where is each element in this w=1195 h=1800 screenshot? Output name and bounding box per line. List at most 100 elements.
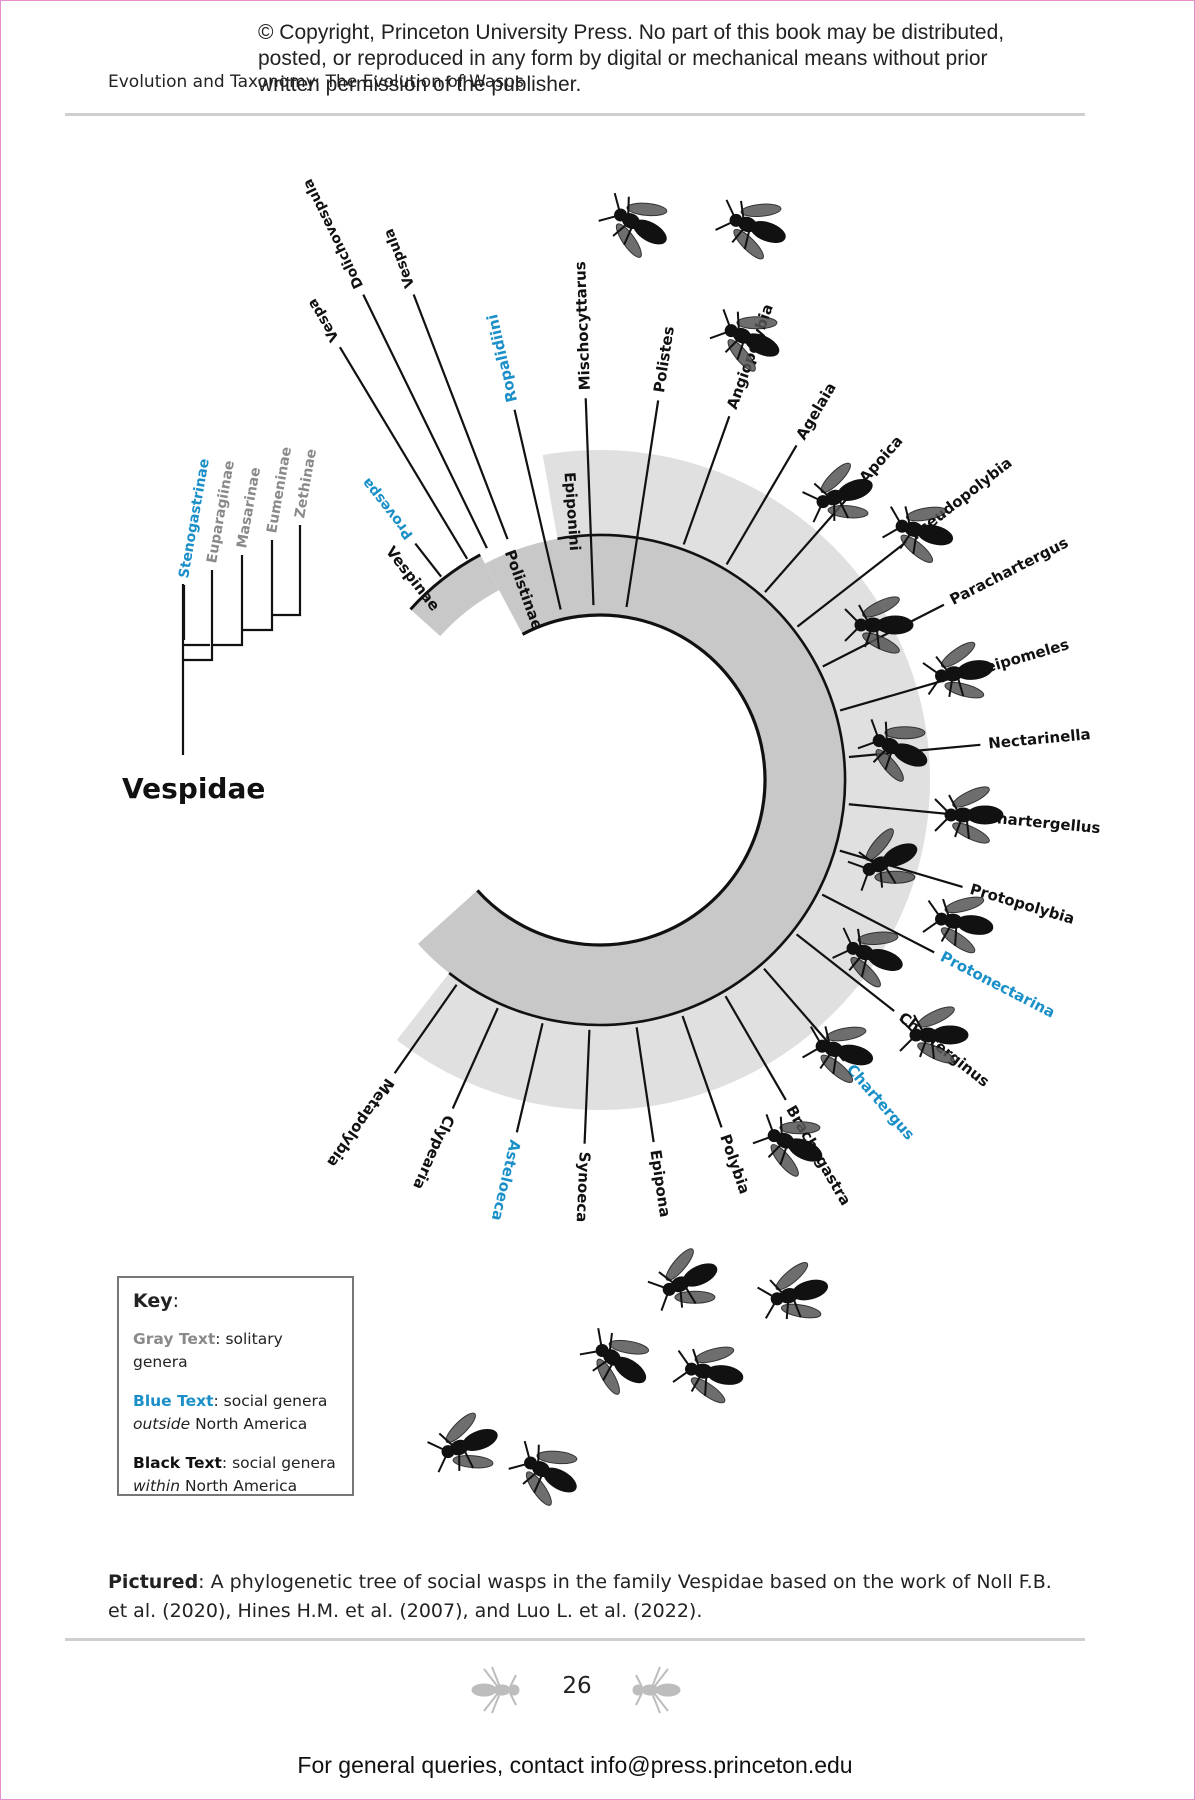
polistinae-branch — [515, 1023, 544, 1133]
epiponini-arc — [448, 533, 847, 1027]
polistinae-genus-label: Mischocyttarus — [571, 261, 594, 391]
wasp-silhouette-icon — [647, 1248, 718, 1311]
polistinae-genus-label: Clypearia — [409, 1112, 458, 1192]
outgroup-node — [212, 610, 244, 647]
footer-rule — [65, 1638, 1085, 1641]
tree-branches — [181, 294, 981, 1144]
outgroup-node — [184, 625, 214, 662]
polistinae-branch — [682, 415, 731, 545]
polistinae-genus-label: Epipona — [646, 1149, 674, 1219]
key-entry-black: Black Text: social genera within North A… — [133, 1454, 336, 1495]
wasp-silhouette-icon — [579, 1328, 650, 1395]
epiponini-band — [396, 449, 930, 1110]
footer-contact: For general queries, contact info@press.… — [297, 1752, 853, 1778]
outgroup-label: Zethinae — [292, 448, 320, 520]
polistinae-genus-label: Ropalidiini — [483, 312, 521, 404]
outgroup-label: Eumeninae — [264, 446, 295, 535]
wasp-silhouette-icon — [752, 1114, 823, 1177]
polistinae-genus-label: Polistes — [650, 325, 678, 394]
wasp-silhouette-icon — [715, 199, 786, 260]
polistinae-branch — [796, 541, 908, 628]
key-black-label: Black Text — [133, 1454, 222, 1472]
vespinae-branch — [412, 294, 509, 540]
wasp-silhouettes — [427, 192, 1004, 1506]
wasp-silhouette-icon — [844, 596, 914, 654]
polistinae-genus-label: Protonectarina — [937, 948, 1058, 1022]
polistinae-genus-label: Agelaia — [792, 379, 839, 442]
polistinae-genus-label: Parachartergus — [947, 533, 1071, 608]
vespinae-genus-label: Vespula — [381, 226, 418, 290]
wasp-silhouette-icon — [934, 786, 1004, 844]
outgroup-node — [242, 595, 274, 632]
polistinae-branch — [839, 849, 963, 888]
tree-bands — [396, 449, 930, 1110]
running-title: Evolution and Taxonomy: The Evolution of… — [108, 72, 524, 92]
wasp-ornament-left-icon — [471, 1666, 520, 1714]
polistinae-branch — [725, 444, 798, 565]
polistinae-genus-label: Polybia — [716, 1132, 754, 1197]
polistinae-branch — [724, 995, 787, 1101]
polistinae-genus-label: Apoica — [855, 432, 906, 487]
wasp-silhouette-icon — [427, 1412, 498, 1473]
polistinae-genus-label: Asteloeca — [488, 1138, 524, 1222]
vespinae-branch — [338, 346, 469, 560]
wasp-silhouette-icon — [899, 1006, 969, 1064]
clade-label-epiponini: Epiponini — [561, 472, 584, 552]
polistinae-branch — [584, 398, 595, 606]
polistinae-branch — [451, 1007, 499, 1109]
page-number: 26 — [562, 1673, 592, 1699]
wasp-silhouette-icon — [598, 192, 668, 258]
figure-caption: Pictured: A phylogenetic tree of social … — [108, 1568, 1058, 1626]
polistinae-genus-label: Metapolybia — [323, 1075, 398, 1171]
outgroup-label: Masarinae — [234, 466, 264, 549]
polistinae-branch — [681, 1015, 723, 1128]
caption-text: : A phylogenetic tree of social wasps in… — [108, 1571, 1052, 1622]
wasp-silhouette-icon — [832, 927, 903, 988]
polistinae-branch — [583, 1029, 591, 1144]
vespinae-genus-label: Provespa — [359, 475, 417, 543]
key-entry-blue: Blue Text: social genera outside North A… — [133, 1392, 328, 1433]
wasp-silhouette-icon — [882, 506, 954, 563]
vespinae-genus-label: Dolichovespula — [300, 176, 367, 291]
vespinae-genus-label: Vespa — [305, 296, 343, 345]
polistinae-branch — [822, 603, 945, 668]
outgroup-node — [272, 580, 302, 617]
caption-label: Pictured — [108, 1571, 199, 1593]
polistinae-branch — [625, 400, 660, 608]
polistinae-genus-label: Charterginus — [895, 1008, 993, 1090]
clade-label-vespinae: Vespinae — [382, 543, 443, 615]
polistinae-branch — [513, 409, 562, 610]
polistinae-branch — [393, 984, 458, 1074]
wasp-silhouette-icon — [757, 1262, 829, 1320]
wasp-silhouette-icon — [857, 719, 928, 782]
family-label-vespidae: Vespidae — [122, 772, 266, 805]
polistinae-branch — [635, 1027, 655, 1143]
wasp-silhouette-icon — [847, 828, 918, 891]
polistinae-branch — [795, 933, 895, 1012]
header-rule — [65, 113, 1085, 116]
wasp-ornament-right-icon — [632, 1666, 681, 1714]
copyright-notice: © Copyright, Princeton University Press.… — [258, 21, 1005, 96]
key-blue-label: Blue Text — [133, 1392, 214, 1410]
key-entry-gray: Gray Text: solitary genera — [133, 1328, 338, 1374]
polistinae-genus-label: Chartergus — [843, 1061, 918, 1144]
key-legend: Key: Gray Text: solitary genera Blue Tex… — [117, 1276, 354, 1496]
key-gray-desc: : solitary genera — [133, 1330, 283, 1371]
polistinae-genus-label: Synoeca — [573, 1151, 594, 1222]
polistinae-arc — [476, 613, 767, 947]
wasp-silhouette-icon — [802, 1026, 874, 1083]
vespinae-band — [410, 554, 500, 637]
key-title: Key: — [133, 1290, 180, 1312]
wasp-silhouette-icon — [508, 1440, 578, 1506]
wasp-silhouette-icon — [709, 309, 780, 372]
key-gray-label: Gray Text — [133, 1330, 216, 1348]
wasp-silhouette-icon — [802, 462, 873, 523]
wasp-silhouette-icon — [922, 896, 994, 954]
polistinae-genus-label: Nectarinella — [987, 725, 1091, 752]
wasp-silhouette-icon — [922, 641, 994, 699]
vespinae-arc — [409, 553, 481, 611]
polistinae-band — [417, 535, 845, 1025]
wasp-silhouette-icon — [672, 1346, 744, 1404]
vespinae-branch — [414, 542, 443, 578]
polistinae-branch — [821, 893, 935, 954]
